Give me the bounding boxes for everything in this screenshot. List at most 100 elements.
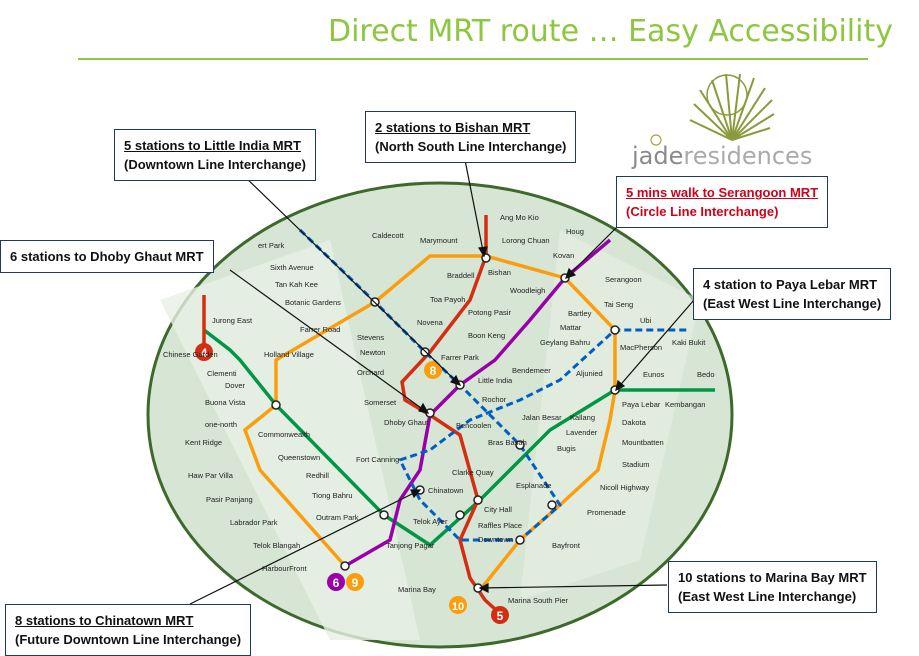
station-marina-bay: Marina Bay — [398, 585, 436, 594]
station-chinese-garden: Chinese Garden — [163, 350, 218, 359]
svg-text:5: 5 — [497, 609, 504, 623]
station-buona-vista: Buona Vista — [205, 398, 246, 407]
interchange-nodes — [271, 253, 620, 593]
station-upper-thomson: ert Park — [258, 241, 285, 250]
station-lorong-chuan: Lorong Chuan — [502, 236, 550, 245]
station-farrer-road: Farrer Road — [300, 325, 340, 334]
station-nicoll-highway: Nicoll Highway — [600, 483, 649, 492]
station-tan-kah-kee: Tan Kah Kee — [275, 280, 318, 289]
callout-paya-lebar: 4 station to Paya Lebar MRT (East West L… — [693, 268, 892, 320]
arrowhead-bishan — [477, 246, 488, 258]
station-paya-lebar: Paya Lebar — [622, 400, 661, 409]
callout-marina-bay: 10 stations to Marina Bay MRT (East West… — [668, 561, 877, 613]
line-badge-10: 10 — [449, 596, 467, 614]
station-hougang: Houg — [566, 227, 584, 236]
line-badge-5: 5 — [491, 606, 509, 624]
station-clementi: Clementi — [207, 369, 237, 378]
station-jurong-east: Jurong East — [212, 316, 253, 325]
station-toa-payoh: Toa Payoh — [430, 295, 465, 304]
station-raffles-place: Raffles Place — [478, 521, 522, 530]
north-east-line — [344, 238, 612, 568]
station-dover: Dover — [225, 381, 246, 390]
station-commonwealth: Commonwealth — [258, 430, 310, 439]
station-somerset: Somerset — [364, 398, 397, 407]
station-kent-ridge: Kent Ridge — [185, 438, 222, 447]
station-macpherson: MacPherson — [620, 343, 662, 352]
station-one-north: one-north — [205, 420, 237, 429]
arrowhead-little-india — [449, 374, 462, 386]
station-lavender: Lavender — [566, 428, 598, 437]
leader-marina-bay — [479, 584, 668, 589]
station-eunos: Eunos — [643, 370, 665, 379]
station-little-india: Little India — [478, 376, 513, 385]
station-kovan: Kovan — [553, 251, 574, 260]
station-outram-park: Outram Park — [316, 513, 359, 522]
station-bendemeer: Bendemeer — [512, 366, 551, 375]
station-botanic-gardens: Botanic Gardens — [285, 298, 341, 307]
station-marymount: Marymount — [420, 236, 458, 245]
station-serangoon: Serangoon — [605, 275, 642, 284]
arrowhead-marina-bay — [478, 583, 489, 593]
station-mattar: Mattar — [560, 323, 582, 332]
station-newton: Newton — [360, 348, 385, 357]
station-rochor: Rochor — [482, 395, 507, 404]
station-chinatown: Chinatown — [428, 486, 463, 495]
station-holland-village: Holland Village — [264, 350, 314, 359]
line-badge-8: 8 — [424, 361, 442, 379]
leader-bishan — [464, 159, 485, 257]
station-downtown: Downtown — [478, 535, 513, 544]
station-ubi: Ubi — [640, 316, 652, 325]
callout-chinatown: 8 stations to Chinatown MRT (Future Down… — [5, 604, 252, 656]
callout-bishan: 2 stations to Bishan MRT (North South Li… — [365, 111, 577, 163]
station-dakota: Dakota — [622, 418, 647, 427]
station-tiong-bahru: Tiong Bahru — [312, 491, 353, 500]
station-tai-seng: Tai Seng — [604, 300, 633, 309]
station-geylang-bahru: Geylang Bahru — [540, 338, 590, 347]
station-promenade: Promenade — [587, 508, 626, 517]
station-aljunied: Aljunied — [576, 369, 603, 378]
station-queenstown: Queenstown — [278, 453, 320, 462]
jade-residences-logo-mark — [689, 73, 775, 141]
station-clarke-quay: Clarke Quay — [452, 468, 494, 477]
svg-text:8: 8 — [430, 364, 437, 378]
callout-serangoon: 5 mins walk to Serangoon MRT (Circle Lin… — [616, 176, 829, 228]
logo-seal-icon — [650, 134, 662, 146]
callout-little-india: 5 stations to Little India MRT (Downtown… — [114, 129, 316, 181]
station-sixth-avenue: Sixth Avenue — [270, 263, 314, 272]
station-stadium: Stadium — [622, 460, 650, 469]
station-redhill: Redhill — [306, 471, 329, 480]
station-harbourfront: HarbourFront — [262, 564, 308, 573]
page-title: Direct MRT route … Easy Accessibility — [328, 14, 893, 49]
station-telok-blangah: Telok Blangah — [253, 541, 300, 550]
station-woodleigh: Woodleigh — [510, 286, 545, 295]
svg-text:4: 4 — [201, 346, 208, 360]
station-bayfront: Bayfront — [552, 541, 581, 550]
circle-line — [242, 254, 617, 592]
station-city-hall: City Hall — [484, 505, 512, 514]
station-fort-canning: Fort Canning — [356, 455, 399, 464]
station-potong-pasir: Potong Pasir — [468, 308, 511, 317]
arrowhead-chinatown — [410, 489, 422, 499]
station-bedok: Bedo — [697, 370, 715, 379]
svg-text:10: 10 — [452, 601, 464, 613]
station-farrer-park: Farrer Park — [441, 353, 479, 362]
east-west-line — [202, 328, 715, 548]
jade-residences-logo: jaderesidences — [632, 142, 813, 170]
line-badge-9: 9 — [346, 573, 364, 591]
station-kembangan: Kembangan — [665, 400, 705, 409]
arrowhead-serangoon — [565, 267, 577, 279]
station-caldecott: Caldecott — [372, 231, 405, 240]
station-kallang: Kallang — [570, 413, 595, 422]
line-badge-4: 4 — [195, 343, 213, 361]
station-stevens: Stevens — [357, 333, 384, 342]
title-divider — [78, 58, 868, 60]
station-labrador-park: Labrador Park — [230, 518, 278, 527]
leader-chinatown — [189, 489, 421, 605]
svg-text:9: 9 — [352, 576, 359, 590]
svg-text:6: 6 — [333, 576, 340, 590]
leader-paya-lebar — [615, 299, 695, 391]
station-bishan: Bishan — [488, 268, 511, 277]
station-mountbatten: Mountbatten — [622, 438, 664, 447]
station-kaki-bukit: Kaki Bukit — [672, 338, 706, 347]
station-braddell: Braddell — [447, 271, 475, 280]
